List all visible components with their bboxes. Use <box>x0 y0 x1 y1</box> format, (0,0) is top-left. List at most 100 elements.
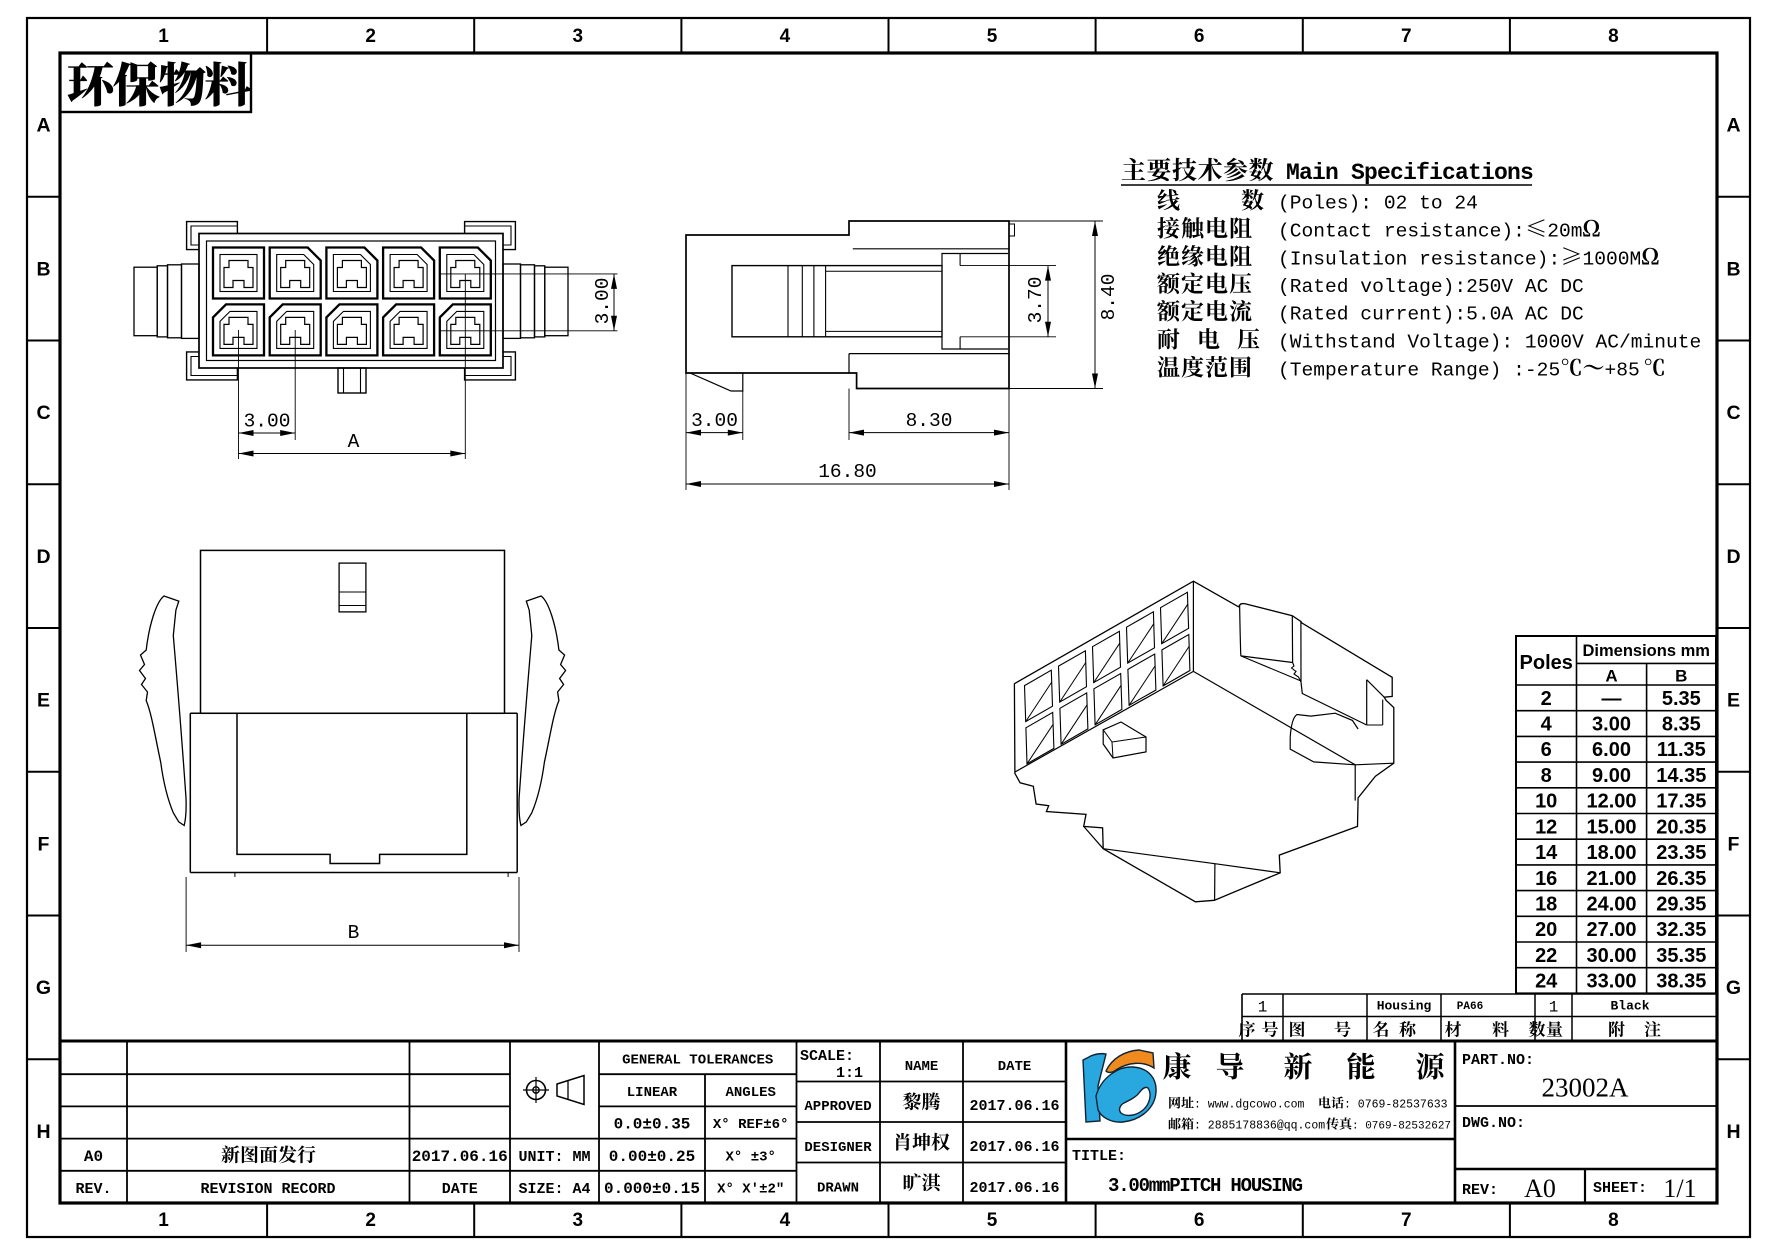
svg-text:B: B <box>36 258 50 280</box>
svg-text:1:1: 1:1 <box>836 1065 863 1082</box>
svg-text:(Insulation resistance):: (Insulation resistance): <box>1278 249 1560 271</box>
svg-text:3.00: 3.00 <box>244 410 291 432</box>
svg-text:PA66: PA66 <box>1457 1001 1483 1013</box>
svg-text:35.35: 35.35 <box>1656 945 1706 967</box>
svg-text:A0: A0 <box>84 1148 103 1166</box>
svg-text:Housing: Housing <box>1377 999 1432 1014</box>
svg-text:SCALE:: SCALE: <box>800 1048 854 1065</box>
svg-text:3.00: 3.00 <box>691 410 738 432</box>
svg-text:2: 2 <box>1541 688 1552 710</box>
svg-text:B: B <box>1726 258 1740 280</box>
svg-text:(Temperature Range) :-25: (Temperature Range) :-25 <box>1278 360 1560 382</box>
svg-text:12.00: 12.00 <box>1586 791 1636 813</box>
svg-text:23002A: 23002A <box>1542 1073 1630 1103</box>
svg-text:: 0769-82537633: : 0769-82537633 <box>1344 1099 1448 1112</box>
svg-text:2017.06.16: 2017.06.16 <box>412 1148 508 1166</box>
svg-text:REV:: REV: <box>1462 1182 1498 1199</box>
svg-text:3.00: 3.00 <box>592 278 614 325</box>
svg-text:: www.dgcowo.com: : www.dgcowo.com <box>1194 1099 1305 1112</box>
svg-text:14.35: 14.35 <box>1656 765 1706 787</box>
svg-text:8: 8 <box>1541 765 1552 787</box>
svg-text:: 0769-82532627: : 0769-82532627 <box>1352 1121 1451 1133</box>
svg-text:16.80: 16.80 <box>818 461 877 483</box>
svg-text:5.35: 5.35 <box>1662 688 1701 710</box>
svg-text:11.35: 11.35 <box>1657 739 1706 761</box>
svg-text:: 2885178836@qq.com: : 2885178836@qq.com <box>1194 1120 1325 1133</box>
svg-text:0.000±0.15: 0.000±0.15 <box>604 1180 700 1198</box>
svg-text:27.00: 27.00 <box>1586 919 1636 941</box>
svg-text:24.00: 24.00 <box>1586 894 1636 916</box>
svg-text:E: E <box>37 690 50 712</box>
svg-text:Main Specifications: Main Specifications <box>1286 160 1533 186</box>
svg-text:SHEET:: SHEET: <box>1593 1180 1647 1197</box>
svg-text:30.00: 30.00 <box>1586 945 1636 967</box>
svg-text:A: A <box>1726 115 1740 137</box>
svg-text:1: 1 <box>158 26 169 47</box>
svg-text:5: 5 <box>987 1210 998 1231</box>
svg-text:DRAWN: DRAWN <box>817 1180 859 1196</box>
svg-text:(Contact resistance):: (Contact resistance): <box>1278 221 1525 243</box>
svg-text:20m: 20m <box>1547 221 1582 243</box>
svg-text:UNIT: MM: UNIT: MM <box>518 1149 590 1166</box>
svg-text:8.40: 8.40 <box>1098 274 1120 321</box>
svg-text:20: 20 <box>1535 919 1557 941</box>
svg-text:3.70: 3.70 <box>1025 277 1047 324</box>
svg-text:SIZE: A4: SIZE: A4 <box>518 1181 590 1198</box>
svg-text:7: 7 <box>1401 1210 1412 1231</box>
svg-text:1: 1 <box>1258 999 1268 1017</box>
svg-text:4: 4 <box>780 1210 791 1231</box>
svg-text:H: H <box>1726 1121 1740 1143</box>
svg-text:REVISION RECORD: REVISION RECORD <box>200 1181 335 1198</box>
svg-text:8: 8 <box>1608 26 1619 47</box>
svg-text:16: 16 <box>1535 868 1557 890</box>
svg-text:2: 2 <box>365 1210 376 1231</box>
svg-text:X° REF±6°: X° REF±6° <box>713 1117 789 1133</box>
svg-text:G: G <box>1726 977 1741 999</box>
svg-text:2: 2 <box>365 26 376 47</box>
svg-text:F: F <box>38 834 50 856</box>
svg-text:(Rated voltage):250V AC DC: (Rated voltage):250V AC DC <box>1278 276 1584 298</box>
svg-text:0.00±0.25: 0.00±0.25 <box>609 1148 695 1166</box>
svg-text:DESIGNER: DESIGNER <box>804 1140 872 1156</box>
svg-text:PART.NO:: PART.NO: <box>1462 1052 1534 1069</box>
svg-text:1: 1 <box>1549 999 1559 1017</box>
svg-text:NAME: NAME <box>905 1059 939 1075</box>
svg-text:18.00: 18.00 <box>1586 842 1636 864</box>
svg-text:(Rated current):5.0A AC DC: (Rated current):5.0A AC DC <box>1278 304 1584 326</box>
svg-text:6: 6 <box>1194 26 1205 47</box>
svg-text:+85: +85 <box>1605 360 1640 382</box>
svg-text:14: 14 <box>1535 842 1558 864</box>
svg-text:REV.: REV. <box>75 1181 111 1198</box>
svg-text:12: 12 <box>1535 816 1557 838</box>
svg-text:4: 4 <box>1541 714 1553 736</box>
svg-text:23.35: 23.35 <box>1656 842 1706 864</box>
svg-text:TITLE:: TITLE: <box>1072 1148 1126 1165</box>
svg-text:3.00: 3.00 <box>1592 714 1631 736</box>
svg-text:15.00: 15.00 <box>1586 816 1636 838</box>
svg-text:B: B <box>348 922 360 944</box>
svg-text:Black: Black <box>1610 999 1649 1014</box>
svg-text:A0: A0 <box>1524 1174 1556 1203</box>
svg-text:10: 10 <box>1535 791 1557 813</box>
svg-text:3: 3 <box>573 1210 584 1231</box>
svg-text:(Withstand Voltage): 1000V AC/: (Withstand Voltage): 1000V AC/minute <box>1278 332 1701 354</box>
svg-text:22: 22 <box>1535 945 1557 967</box>
svg-text:D: D <box>1726 546 1740 568</box>
svg-text:32.35: 32.35 <box>1656 919 1706 941</box>
svg-text:20.35: 20.35 <box>1656 816 1706 838</box>
svg-text:3.00mmPITCH HOUSING: 3.00mmPITCH HOUSING <box>1108 1175 1303 1197</box>
svg-text:8.30: 8.30 <box>906 410 953 432</box>
svg-text:29.35: 29.35 <box>1656 894 1706 916</box>
svg-text:LINEAR: LINEAR <box>627 1085 678 1101</box>
svg-text:24: 24 <box>1535 971 1558 993</box>
svg-text:DATE: DATE <box>998 1059 1032 1075</box>
svg-text:X° ±3°: X° ±3° <box>725 1149 775 1165</box>
svg-text:Dimensions mm: Dimensions mm <box>1582 642 1709 660</box>
svg-text:F: F <box>1728 834 1740 856</box>
svg-text:E: E <box>1727 690 1740 712</box>
svg-text:B: B <box>1675 667 1687 686</box>
svg-text:A: A <box>1605 667 1617 686</box>
svg-text:C: C <box>1726 402 1740 424</box>
svg-text:A: A <box>348 431 360 453</box>
svg-text:1000M: 1000M <box>1583 249 1642 271</box>
